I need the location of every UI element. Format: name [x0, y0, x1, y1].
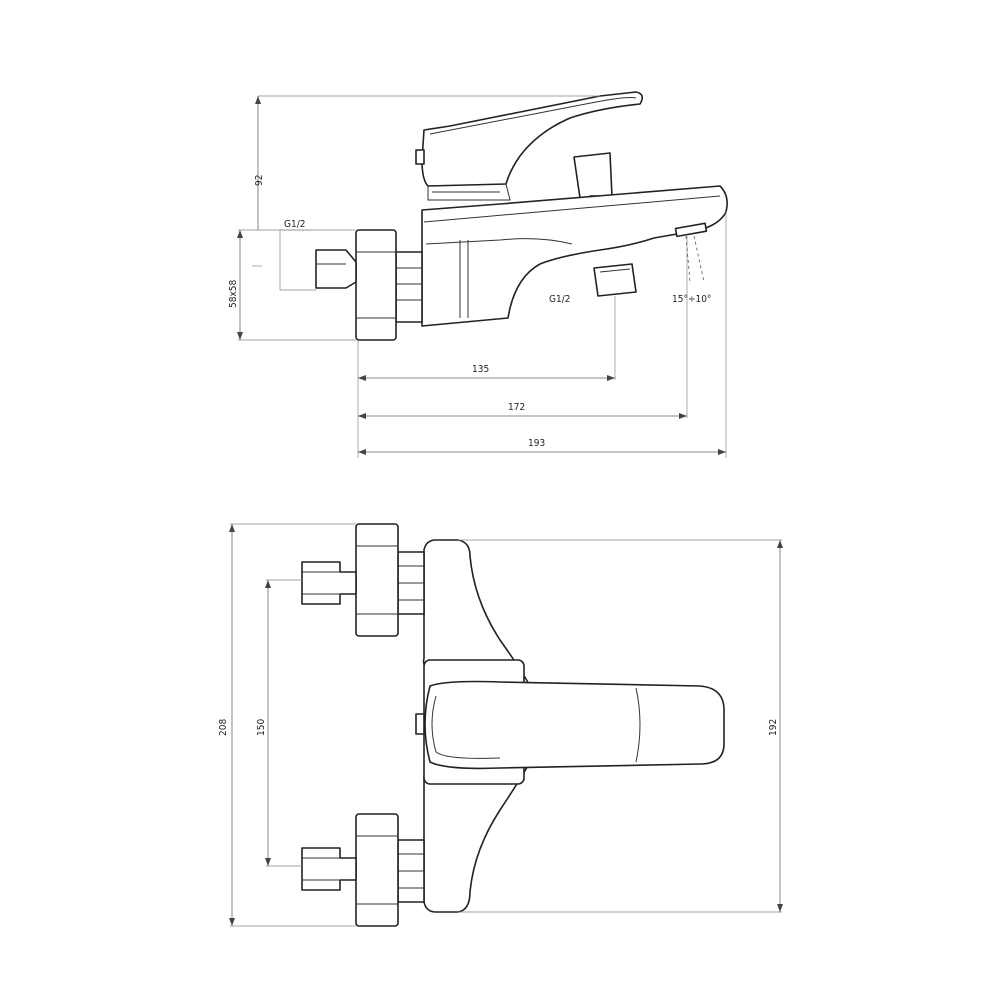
cartridge-neck	[427, 183, 511, 201]
handle-cap	[415, 149, 425, 165]
dim-angle-label: 15°÷10°	[672, 294, 711, 305]
lever-handle	[421, 91, 644, 187]
lever-top-divider	[635, 687, 641, 763]
eccentric-connector	[315, 249, 357, 289]
wall-flange-upper-lines	[356, 545, 398, 615]
dim-150-arrow-bottom	[265, 858, 271, 866]
wall-flange-lines	[356, 251, 396, 319]
hex-nut-facet-1	[396, 267, 422, 301]
eccentric-upper	[301, 561, 357, 605]
diverter-knob	[573, 152, 613, 199]
dim-193-arrow-right	[718, 449, 726, 455]
dim-135-label: 135	[472, 364, 489, 375]
dim-58-arrow-top	[237, 230, 243, 238]
body-inner-curve	[425, 238, 573, 245]
eccentric-upper-line	[302, 571, 340, 595]
lever-handle-edge	[429, 97, 637, 135]
hex-nut-lower-lines	[398, 853, 424, 889]
wall-flange-upper	[355, 523, 399, 637]
dim-150-arrow-top	[265, 580, 271, 588]
hex-nut	[395, 251, 423, 323]
lever-top-inner	[431, 695, 501, 759]
dim-192-arrow-top	[777, 540, 783, 548]
outlet-connector-face	[599, 268, 631, 273]
side-view: 92 58x58 G1/2 G1/2 15°÷10° 135 172 193	[228, 91, 728, 458]
dim-208-label: 208	[218, 719, 229, 736]
handle-cap-top	[415, 713, 425, 735]
dim-150-label: 150	[256, 719, 267, 736]
dim-192-label: 192	[768, 719, 779, 736]
wall-flange-lower	[355, 813, 399, 927]
dim-193-arrow-left	[358, 449, 366, 455]
mixer-body	[421, 185, 728, 327]
dim-g12-outlet-label: G1/2	[549, 294, 570, 305]
aerator	[674, 222, 708, 238]
dim-208-arrow-bottom	[229, 918, 235, 926]
hex-nut-upper-lines	[398, 565, 424, 601]
wall-flange	[355, 229, 397, 341]
dim-172-label: 172	[508, 402, 525, 413]
dim-58-label: 58x58	[228, 280, 239, 308]
dim-193-label: 193	[528, 438, 545, 449]
dim-58-arrow-bottom	[237, 332, 243, 340]
wall-flange-lower-lines	[356, 835, 398, 905]
dim-208-arrow-top	[229, 524, 235, 532]
ext-g12-left	[279, 230, 316, 291]
spout-angle-dashed	[685, 235, 705, 283]
dim-g12-inlet-label: G1/2	[284, 219, 305, 230]
eccentric-lower-line	[302, 857, 340, 881]
dim-135-arrow-right	[607, 375, 615, 381]
lever-top-view	[424, 680, 725, 770]
dim-172-arrow-left	[358, 413, 366, 419]
eccentric-lower	[301, 847, 357, 891]
dim-92-label: 92	[254, 175, 265, 186]
dim-192-arrow-bottom	[777, 904, 783, 912]
top-view: 208 150 192	[218, 523, 783, 927]
dim-92-arrow-top	[255, 96, 261, 104]
body-top-line	[423, 195, 721, 223]
dim-172-arrow-right	[679, 413, 687, 419]
dim-135-arrow-left	[358, 375, 366, 381]
